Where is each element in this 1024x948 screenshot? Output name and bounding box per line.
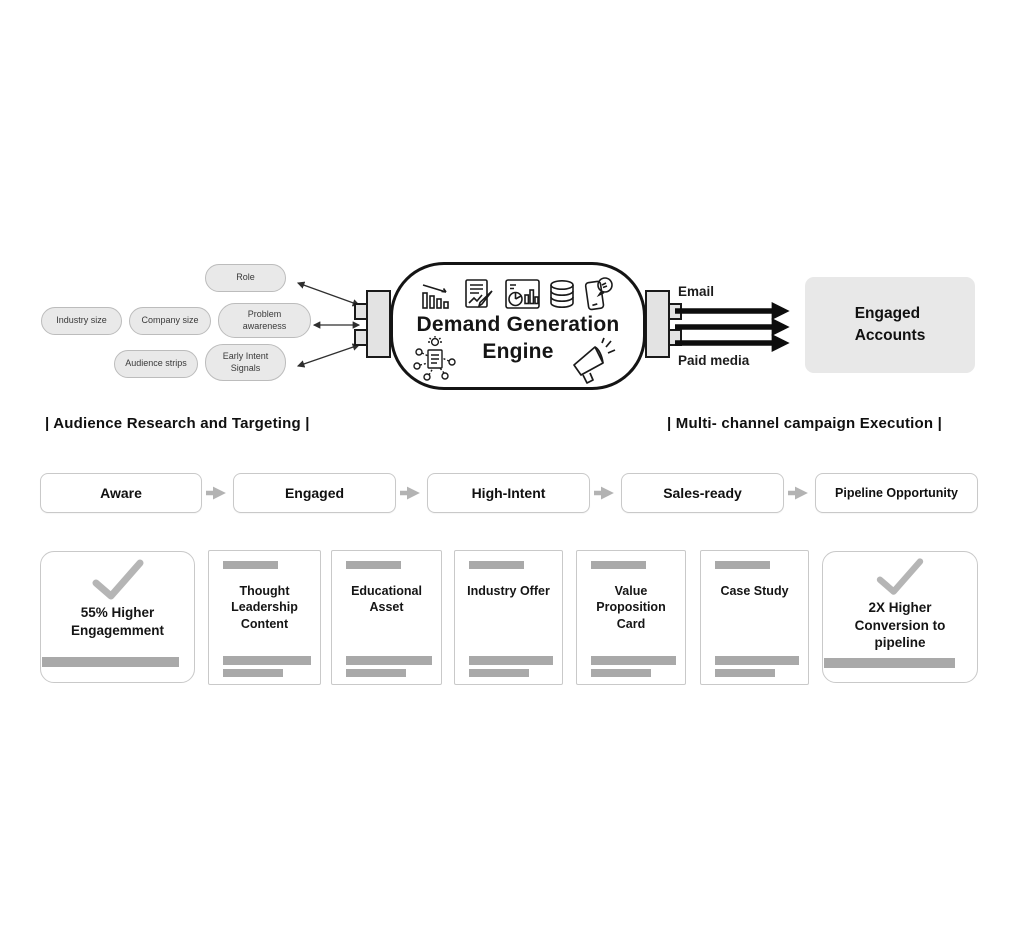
card-value-proposition-card: Value Proposition Card xyxy=(576,550,686,685)
engaged-accounts-panel: Engaged Accounts xyxy=(805,277,975,373)
doc-line-bar-long xyxy=(223,656,311,665)
card-case-study-label: Case Study xyxy=(720,584,789,598)
engine-to-accounts-arrows xyxy=(675,302,790,352)
database-icon xyxy=(550,280,574,309)
bubble-role-label: Role xyxy=(236,272,255,283)
engaged-accounts-line1: Engaged xyxy=(854,304,921,322)
card-educational-asset-label: Educational Asset xyxy=(351,584,422,615)
paid-media-channel-label: Paid media xyxy=(678,353,750,368)
card-industry-offer-label: Industry Offer xyxy=(467,584,550,598)
doc-title-bar xyxy=(469,561,524,569)
doc-title-bar xyxy=(591,561,646,569)
funnel-stage-sales-ready-label: Sales-ready xyxy=(663,485,742,501)
doc-title-bar xyxy=(346,561,401,569)
doc-line-bar-long xyxy=(591,656,676,665)
doc-title-bar xyxy=(223,561,278,569)
bubble-company-size-label: Company size xyxy=(141,315,199,326)
bubble-company-size: Company size xyxy=(129,307,211,335)
engaged-accounts-line2: Accounts xyxy=(854,327,926,344)
funnel-stage-pipeline-opportunity-label: Pipeline Opportunity xyxy=(835,486,958,500)
bubble-problem-awareness-label: Problem awareness xyxy=(242,309,287,331)
email-channel-label: Email xyxy=(678,284,715,299)
card-2x-higher-conversion-label: 2X Higher Conversion to pipeline xyxy=(854,600,946,651)
card-value-proposition-card-label: Value Proposition Card xyxy=(596,584,666,631)
funnel-stage-engaged: Engaged xyxy=(233,473,396,513)
funnel-stage-aware: Aware xyxy=(40,473,202,513)
funnel-stage-aware-label: Aware xyxy=(100,485,142,501)
bubble-industry-size: Industry size xyxy=(41,307,122,335)
doc-line-bar-short xyxy=(715,669,775,677)
engine-title-line1: Demand Generation xyxy=(416,313,620,336)
card-accent-bar xyxy=(42,657,179,667)
card-industry-offer: Industry Offer xyxy=(454,550,563,685)
checkmark-icon xyxy=(92,559,143,600)
card-case-study: Case Study xyxy=(700,550,809,685)
funnel-stage-high-intent-label: High-Intent xyxy=(471,485,546,501)
doc-line-bar-long xyxy=(469,656,553,665)
audience-to-engine-arrows xyxy=(296,281,361,368)
engine-left-connector xyxy=(366,290,391,358)
doc-line-bar-short xyxy=(591,669,651,677)
funnel-stage-high-intent: High-Intent xyxy=(427,473,590,513)
card-thought-leadership-content: Thought Leadership Content xyxy=(208,550,321,685)
card-educational-asset: Educational Asset xyxy=(331,550,442,685)
bubble-early-intent-signals-label: Early Intent Signals xyxy=(222,351,269,373)
doc-line-bar-short xyxy=(223,669,283,677)
funnel-stage-engaged-label: Engaged xyxy=(284,485,345,501)
funnel-stage-arrows xyxy=(206,486,808,500)
engine-title-line2: Engine xyxy=(482,340,554,363)
mobile-engagement-icon xyxy=(584,277,613,311)
engine-right-connector xyxy=(645,290,670,358)
card-thought-leadership-content-label: Thought Leadership Content xyxy=(231,584,298,631)
doc-line-bar-long xyxy=(715,656,799,665)
card-55-higher-engagement-label: 55% Higher Engagemment xyxy=(70,605,165,639)
megaphone-icon xyxy=(573,337,616,384)
content-automation-icon xyxy=(413,336,456,381)
analytics-dashboard-icon xyxy=(505,279,540,309)
bubble-problem-awareness: Problem awareness xyxy=(218,303,311,338)
funnel-stage-sales-ready: Sales-ready xyxy=(621,473,784,513)
bubble-role: Role xyxy=(205,264,286,292)
audience-research-section-label: | Audience Research and Targeting | xyxy=(45,415,310,432)
doc-title-bar xyxy=(715,561,770,569)
bubble-early-intent-signals: Early Intent Signals xyxy=(205,344,286,381)
card-accent-bar xyxy=(824,658,955,668)
report-pencil-icon xyxy=(465,279,493,308)
funnel-stage-pipeline-opportunity: Pipeline Opportunity xyxy=(815,473,978,513)
checkmark-icon xyxy=(876,558,924,595)
bubble-audience-strips: Audience strips xyxy=(114,350,198,378)
doc-line-bar-long xyxy=(346,656,432,665)
card-55-higher-engagement: 55% Higher Engagemment xyxy=(40,551,195,683)
doc-line-bar-short xyxy=(469,669,529,677)
campaign-execution-section-label: | Multi- channel campaign Execution | xyxy=(667,415,942,432)
bubble-audience-strips-label: Audience strips xyxy=(125,358,187,369)
bubble-industry-size-label: Industry size xyxy=(56,315,107,326)
card-2x-higher-conversion: 2X Higher Conversion to pipeline xyxy=(822,551,978,683)
doc-line-bar-short xyxy=(346,669,406,677)
declining-bar-chart-icon xyxy=(422,284,449,309)
